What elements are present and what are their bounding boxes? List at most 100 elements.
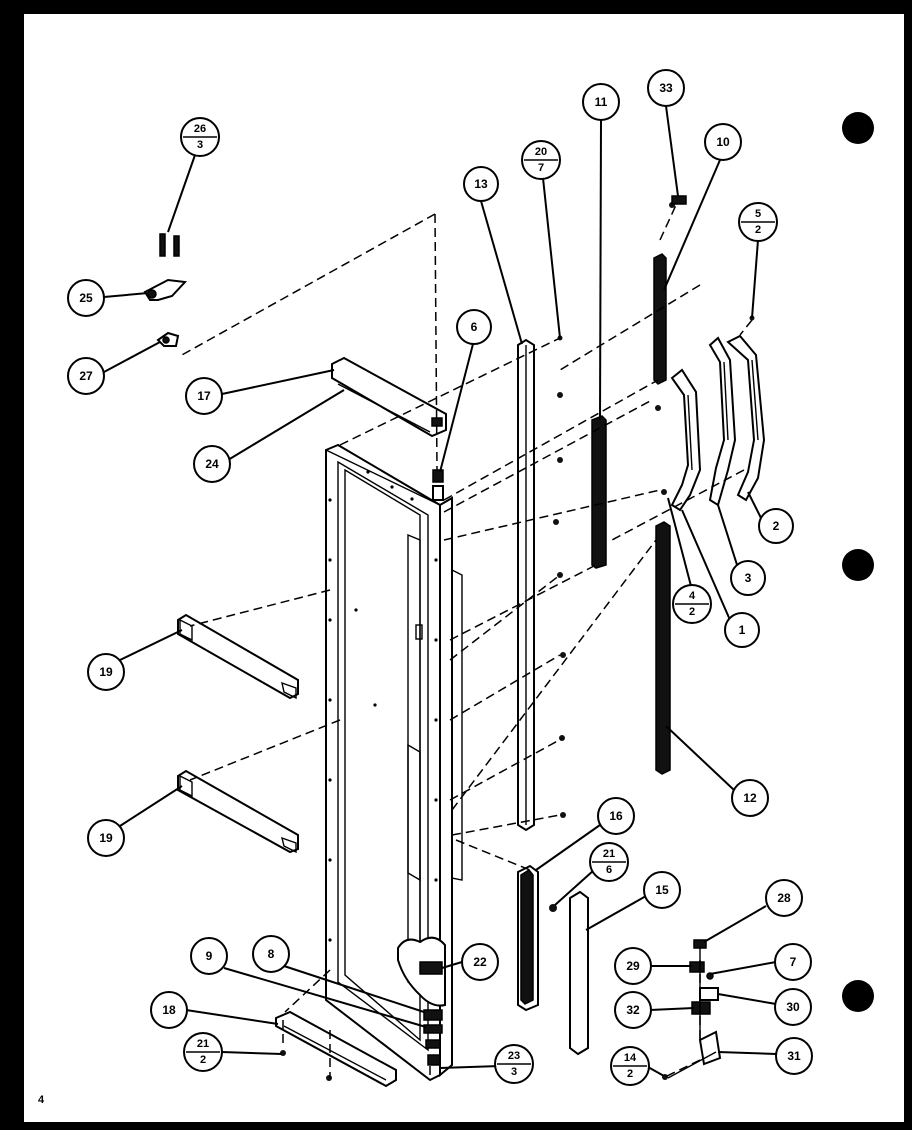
binder-hole-top <box>842 112 874 144</box>
callout-denominator: 7 <box>538 162 544 174</box>
trim-strip-part-11 <box>591 415 607 569</box>
callout-label: 16 <box>609 809 623 823</box>
callout-13: 13 <box>463 166 499 202</box>
binder-hole-bottom <box>842 980 874 1012</box>
handle-part-1 <box>670 368 702 512</box>
callout-label: 19 <box>99 665 113 679</box>
callout-23-3: 23 3 <box>494 1044 534 1084</box>
callout-20-7: 20 7 <box>521 140 561 180</box>
callout-6: 6 <box>456 309 492 345</box>
callout-label: 19 <box>99 831 113 845</box>
exploded-parts-diagram: 26 3 25 27 17 24 6 13 20 7 11 33 10 <box>38 69 874 1106</box>
callout-18: 18 <box>150 991 188 1029</box>
callout-label: 29 <box>626 959 640 973</box>
assembly-guide-lines <box>179 204 753 1078</box>
callout-label: 27 <box>79 369 93 383</box>
callout-numerator: 14 <box>624 1052 637 1064</box>
hinge-cover-part-22 <box>397 936 446 1066</box>
callout-label: 7 <box>790 955 797 969</box>
callout-27: 27 <box>67 357 105 395</box>
callout-19-upper: 19 <box>87 653 125 691</box>
callout-denominator: 3 <box>197 139 203 151</box>
callout-label: 31 <box>787 1049 801 1063</box>
bottom-bracket-part-18 <box>275 1010 397 1088</box>
callout-14-2: 14 2 <box>610 1046 650 1086</box>
support-bracket-upper-part-19 <box>177 613 299 700</box>
callout-22: 22 <box>461 943 499 981</box>
trim-strip-part-10 <box>653 253 667 385</box>
callout-numerator: 21 <box>603 848 615 860</box>
callout-5-2: 5 2 <box>738 202 778 242</box>
callout-21-6: 21 6 <box>589 842 629 882</box>
handle-part-2 <box>726 334 766 502</box>
callout-label: 15 <box>655 883 669 897</box>
callout-denominator: 2 <box>627 1068 633 1080</box>
callout-2: 2 <box>758 508 794 544</box>
callout-3: 3 <box>730 560 766 596</box>
callout-label: 2 <box>773 519 780 533</box>
callout-11: 11 <box>582 83 620 121</box>
callout-25: 25 <box>67 279 105 317</box>
callout-label: 9 <box>206 949 213 963</box>
callout-12: 12 <box>731 779 769 817</box>
callout-denominator: 2 <box>200 1054 206 1066</box>
callout-label: 12 <box>743 791 757 805</box>
callout-numerator: 21 <box>197 1038 209 1050</box>
strip-part-15 <box>569 890 589 1056</box>
callout-1: 1 <box>724 612 760 648</box>
trim-strip-part-12 <box>655 521 671 775</box>
screw-fasteners <box>280 202 755 1081</box>
support-bracket-lower-part-19 <box>177 769 299 854</box>
callout-label: 32 <box>626 1003 640 1017</box>
callout-16: 16 <box>597 797 635 835</box>
callout-28: 28 <box>765 879 803 917</box>
callout-8: 8 <box>252 935 290 973</box>
callout-numerator: 26 <box>194 123 206 135</box>
spring-part-6 <box>432 469 444 501</box>
callout-label: 18 <box>162 1003 176 1017</box>
callout-denominator: 6 <box>606 864 612 876</box>
callout-label: 8 <box>268 947 275 961</box>
callout-numerator: 23 <box>508 1050 520 1062</box>
diagram-sheet: 26 3 25 27 17 24 6 13 20 7 11 33 10 <box>24 14 904 1122</box>
callout-label: 33 <box>659 81 673 95</box>
callout-9: 9 <box>190 937 228 975</box>
callout-label: 13 <box>474 177 488 191</box>
callout-numerator: 5 <box>755 208 761 220</box>
callout-21-2: 21 2 <box>183 1032 223 1072</box>
callout-10: 10 <box>704 123 742 161</box>
top-bracket-parts-17-24 <box>331 356 447 438</box>
handle-part-3 <box>708 336 737 507</box>
leader-lines <box>103 105 777 1077</box>
page-number: 4 <box>38 1094 45 1106</box>
strip-part-16 <box>517 864 539 1012</box>
callout-31: 31 <box>775 1037 813 1075</box>
callout-label: 6 <box>471 320 478 334</box>
callout-denominator: 3 <box>511 1066 517 1078</box>
callout-26-3: 26 3 <box>180 117 220 157</box>
callout-17: 17 <box>185 377 223 415</box>
gasket-strip-part-13 <box>517 338 535 832</box>
callout-denominator: 2 <box>689 606 695 618</box>
callout-numerator: 4 <box>689 590 696 602</box>
callout-7: 7 <box>774 943 812 981</box>
callout-33: 33 <box>647 69 685 107</box>
callout-label: 25 <box>79 291 93 305</box>
callout-29: 29 <box>614 947 652 985</box>
callout-label: 30 <box>786 1000 800 1014</box>
callout-label: 11 <box>595 95 608 109</box>
callout-label: 1 <box>739 623 746 637</box>
callout-label: 22 <box>473 955 487 969</box>
door-panel <box>325 443 463 1082</box>
callout-label: 24 <box>205 457 219 471</box>
callout-15: 15 <box>643 871 681 909</box>
callout-numerator: 20 <box>535 146 547 158</box>
callout-19-lower: 19 <box>87 819 125 857</box>
callout-4-2: 4 2 <box>672 584 712 624</box>
callout-label: 3 <box>745 571 752 585</box>
callout-label: 17 <box>197 389 211 403</box>
top-hinge-parts-25-27 <box>143 233 188 347</box>
callout-30: 30 <box>774 988 812 1026</box>
callout-denominator: 2 <box>755 224 761 236</box>
callout-label: 28 <box>777 891 791 905</box>
